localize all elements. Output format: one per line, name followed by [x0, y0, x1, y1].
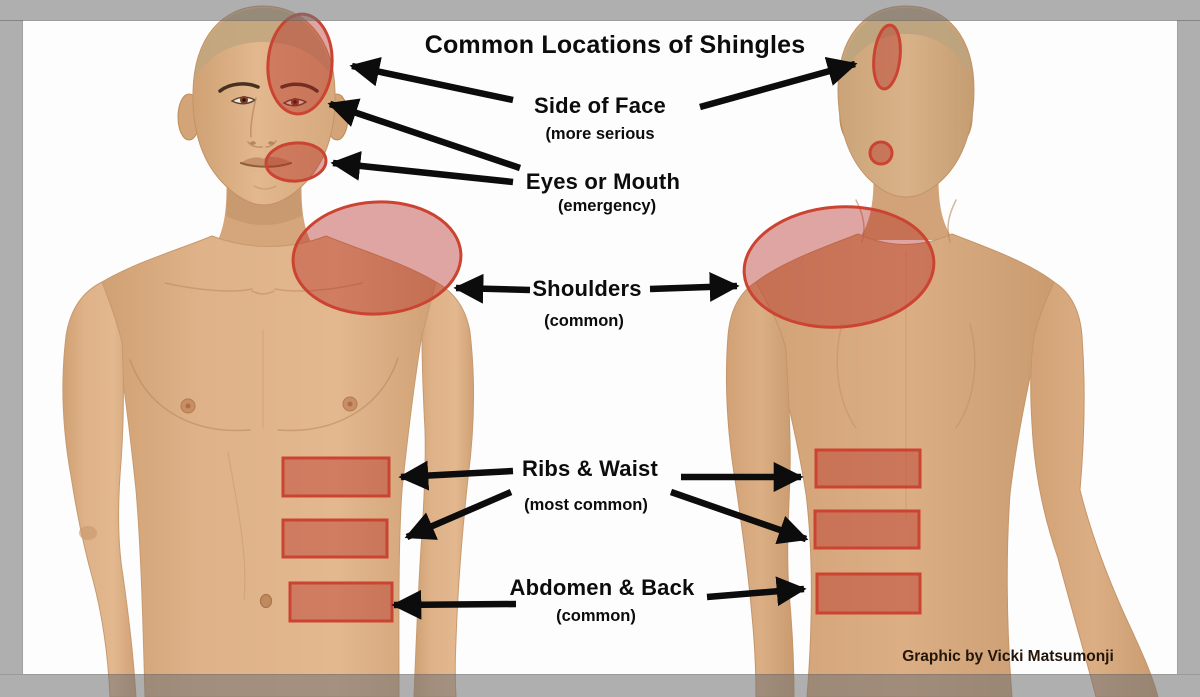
chin-crease — [253, 185, 277, 190]
arrow-back-lowback — [706, 576, 807, 607]
frame-left — [0, 20, 23, 674]
highlight-back-head — [872, 23, 902, 91]
front-right-arm — [413, 281, 475, 697]
front-left-arm — [62, 281, 137, 697]
frame-bottom — [0, 674, 1200, 697]
note-shoulders: (common) — [544, 312, 624, 330]
arrow-shoulders-back — [649, 271, 740, 302]
highlight-front-waist — [281, 518, 389, 559]
label-side-of-face: Side of Face — [534, 93, 666, 118]
front-head — [192, 5, 336, 206]
credit-text: Graphic by Vicki Matsumonji — [902, 648, 1114, 665]
highlight-back-waist — [813, 509, 921, 550]
label-shoulders: Shoulders — [532, 276, 642, 301]
label-ribs-waist: Ribs & Waist — [521, 456, 659, 481]
front-nipples — [180, 396, 358, 414]
arrow-side-of-face-front — [349, 57, 514, 104]
arrow-side-of-face-back — [699, 56, 858, 111]
front-crown-stubble — [194, 8, 333, 80]
arrow-shoulders-front — [453, 273, 531, 304]
arrow-waist-back — [669, 488, 809, 545]
highlight-back-lowback — [815, 572, 922, 615]
highlight-back-ribs — [814, 448, 922, 489]
right-eyebrow — [280, 82, 319, 93]
callout-arrows — [327, 56, 858, 620]
arrow-ribs-front — [398, 460, 514, 491]
note-eyes-or-mouth: (emergency) — [557, 197, 657, 215]
figure-front — [62, 5, 475, 697]
arrow-abdomen-front — [391, 589, 517, 620]
shingles-highlight-regions — [264, 12, 936, 623]
highlight-back-shoulder — [742, 205, 936, 329]
note-abdomen-back: (common) — [556, 607, 636, 625]
highlight-front-abdomen — [288, 581, 394, 623]
arrow-mouth — [330, 150, 514, 186]
arrow-eyes — [327, 98, 522, 172]
highlight-front-mouth — [264, 141, 328, 183]
label-abdomen-back: Abdomen & Back — [509, 575, 695, 600]
nose-base — [247, 141, 263, 148]
arrow-waist-front — [404, 489, 513, 540]
right-shoulder-blade — [955, 323, 976, 429]
left-eyebrow — [218, 82, 260, 93]
highlight-back-ear — [868, 140, 894, 166]
left-shoulder-blade — [836, 323, 857, 429]
note-ribs-waist: (most common) — [524, 496, 648, 514]
label-eyes-or-mouth: Eyes or Mouth — [525, 169, 681, 194]
highlight-front-ribs — [281, 456, 391, 498]
back-crown-stubble — [840, 8, 972, 78]
nose-bridge — [250, 97, 257, 138]
back-right-arm — [1030, 281, 1159, 697]
back-left-arm — [725, 281, 795, 697]
page-title: Common Locations of Shingles — [424, 31, 806, 59]
frame-right — [1177, 20, 1200, 674]
front-elbow-dimple — [79, 526, 97, 540]
front-navel — [259, 593, 273, 609]
figure-back — [725, 5, 1159, 697]
frame-top — [0, 0, 1200, 21]
note-side-of-face: (more serious — [545, 125, 655, 143]
highlight-front-shoulder — [291, 200, 463, 316]
